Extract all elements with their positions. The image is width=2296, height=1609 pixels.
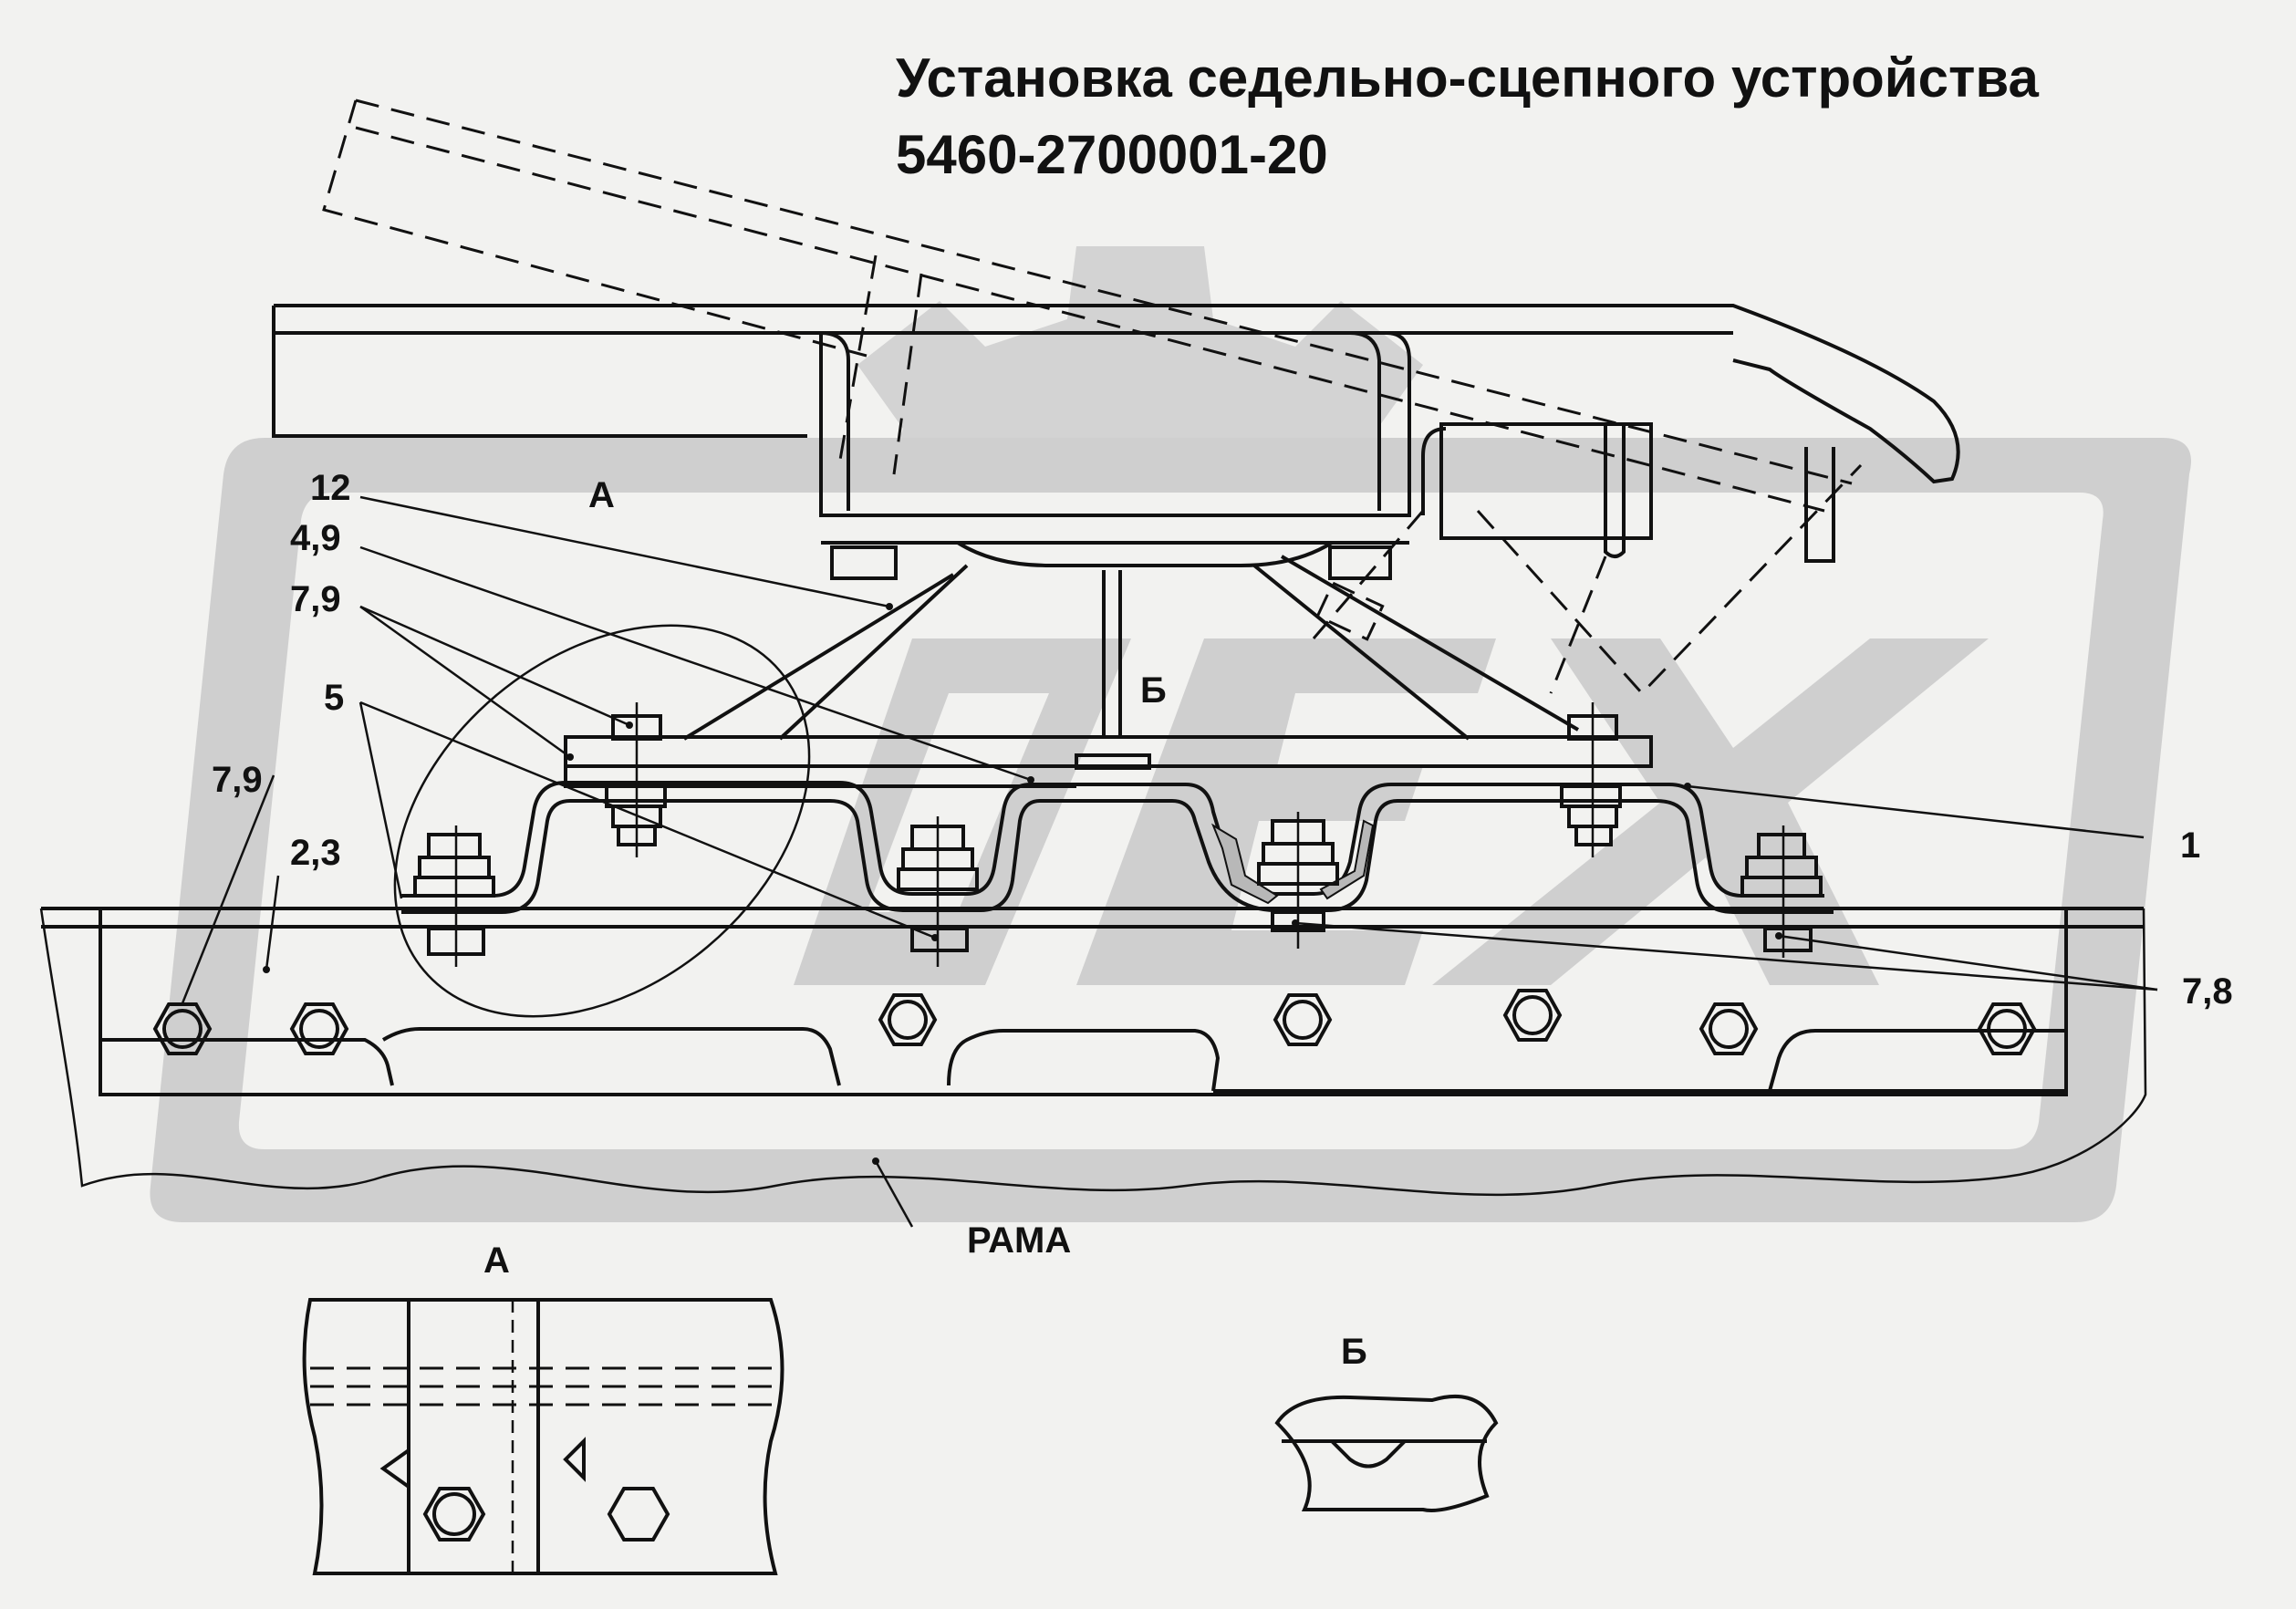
frame-bolt-row [152, 989, 2037, 1055]
hex-bolt-icon [422, 1487, 486, 1542]
detail-a-view: А [302, 1240, 784, 1575]
title-line-1: Установка седельно-сцепного устройства [896, 47, 2039, 109]
detail-a-label: А [483, 1240, 510, 1281]
callout-1: 1 [2180, 825, 2200, 866]
nut-stack-icon [897, 816, 979, 967]
hex-bolt-icon [1699, 1002, 1759, 1055]
callout-7-9-upper: 7,9 [290, 579, 341, 619]
callout-leaders [181, 495, 2158, 1228]
view-label-b: Б [1140, 670, 1167, 711]
frame-label: РАМА [967, 1220, 1071, 1261]
title-line-2: 5460-2700001-20 [896, 124, 1328, 185]
nut-stack-icon [413, 825, 495, 967]
hex-bolt-icon [289, 1002, 349, 1055]
fifth-wheel-assembly [272, 99, 1960, 741]
hex-bolt-icon [878, 993, 938, 1046]
detail-b-view: Б [1274, 1332, 1499, 1512]
callout-4-9: 4,9 [290, 518, 341, 558]
hex-bolt-icon [1977, 1002, 2037, 1055]
callout-7-9-lower: 7,9 [212, 760, 263, 800]
frame-rail [39, 907, 2147, 1197]
nut-stack-icon [605, 702, 667, 857]
nut-stack-icon [1560, 702, 1622, 857]
hex-nut-icon [607, 1487, 670, 1542]
bolt-stacks [413, 702, 1823, 967]
hex-bolt-icon [1273, 993, 1333, 1046]
gear-logo-watermark [150, 246, 2192, 1222]
detail-b-label: Б [1341, 1332, 1367, 1372]
nut-stack-icon [1257, 812, 1339, 949]
callout-5: 5 [324, 678, 344, 718]
hex-bolt-icon [152, 1002, 213, 1055]
callout-12: 12 [310, 468, 351, 508]
view-label-a: А [588, 475, 615, 515]
hex-bolt-icon [1502, 989, 1563, 1042]
callout-7-8: 7,8 [2182, 971, 2233, 1012]
callout-2-3: 2,3 [290, 833, 341, 873]
detail-a-ellipse [393, 624, 811, 1018]
